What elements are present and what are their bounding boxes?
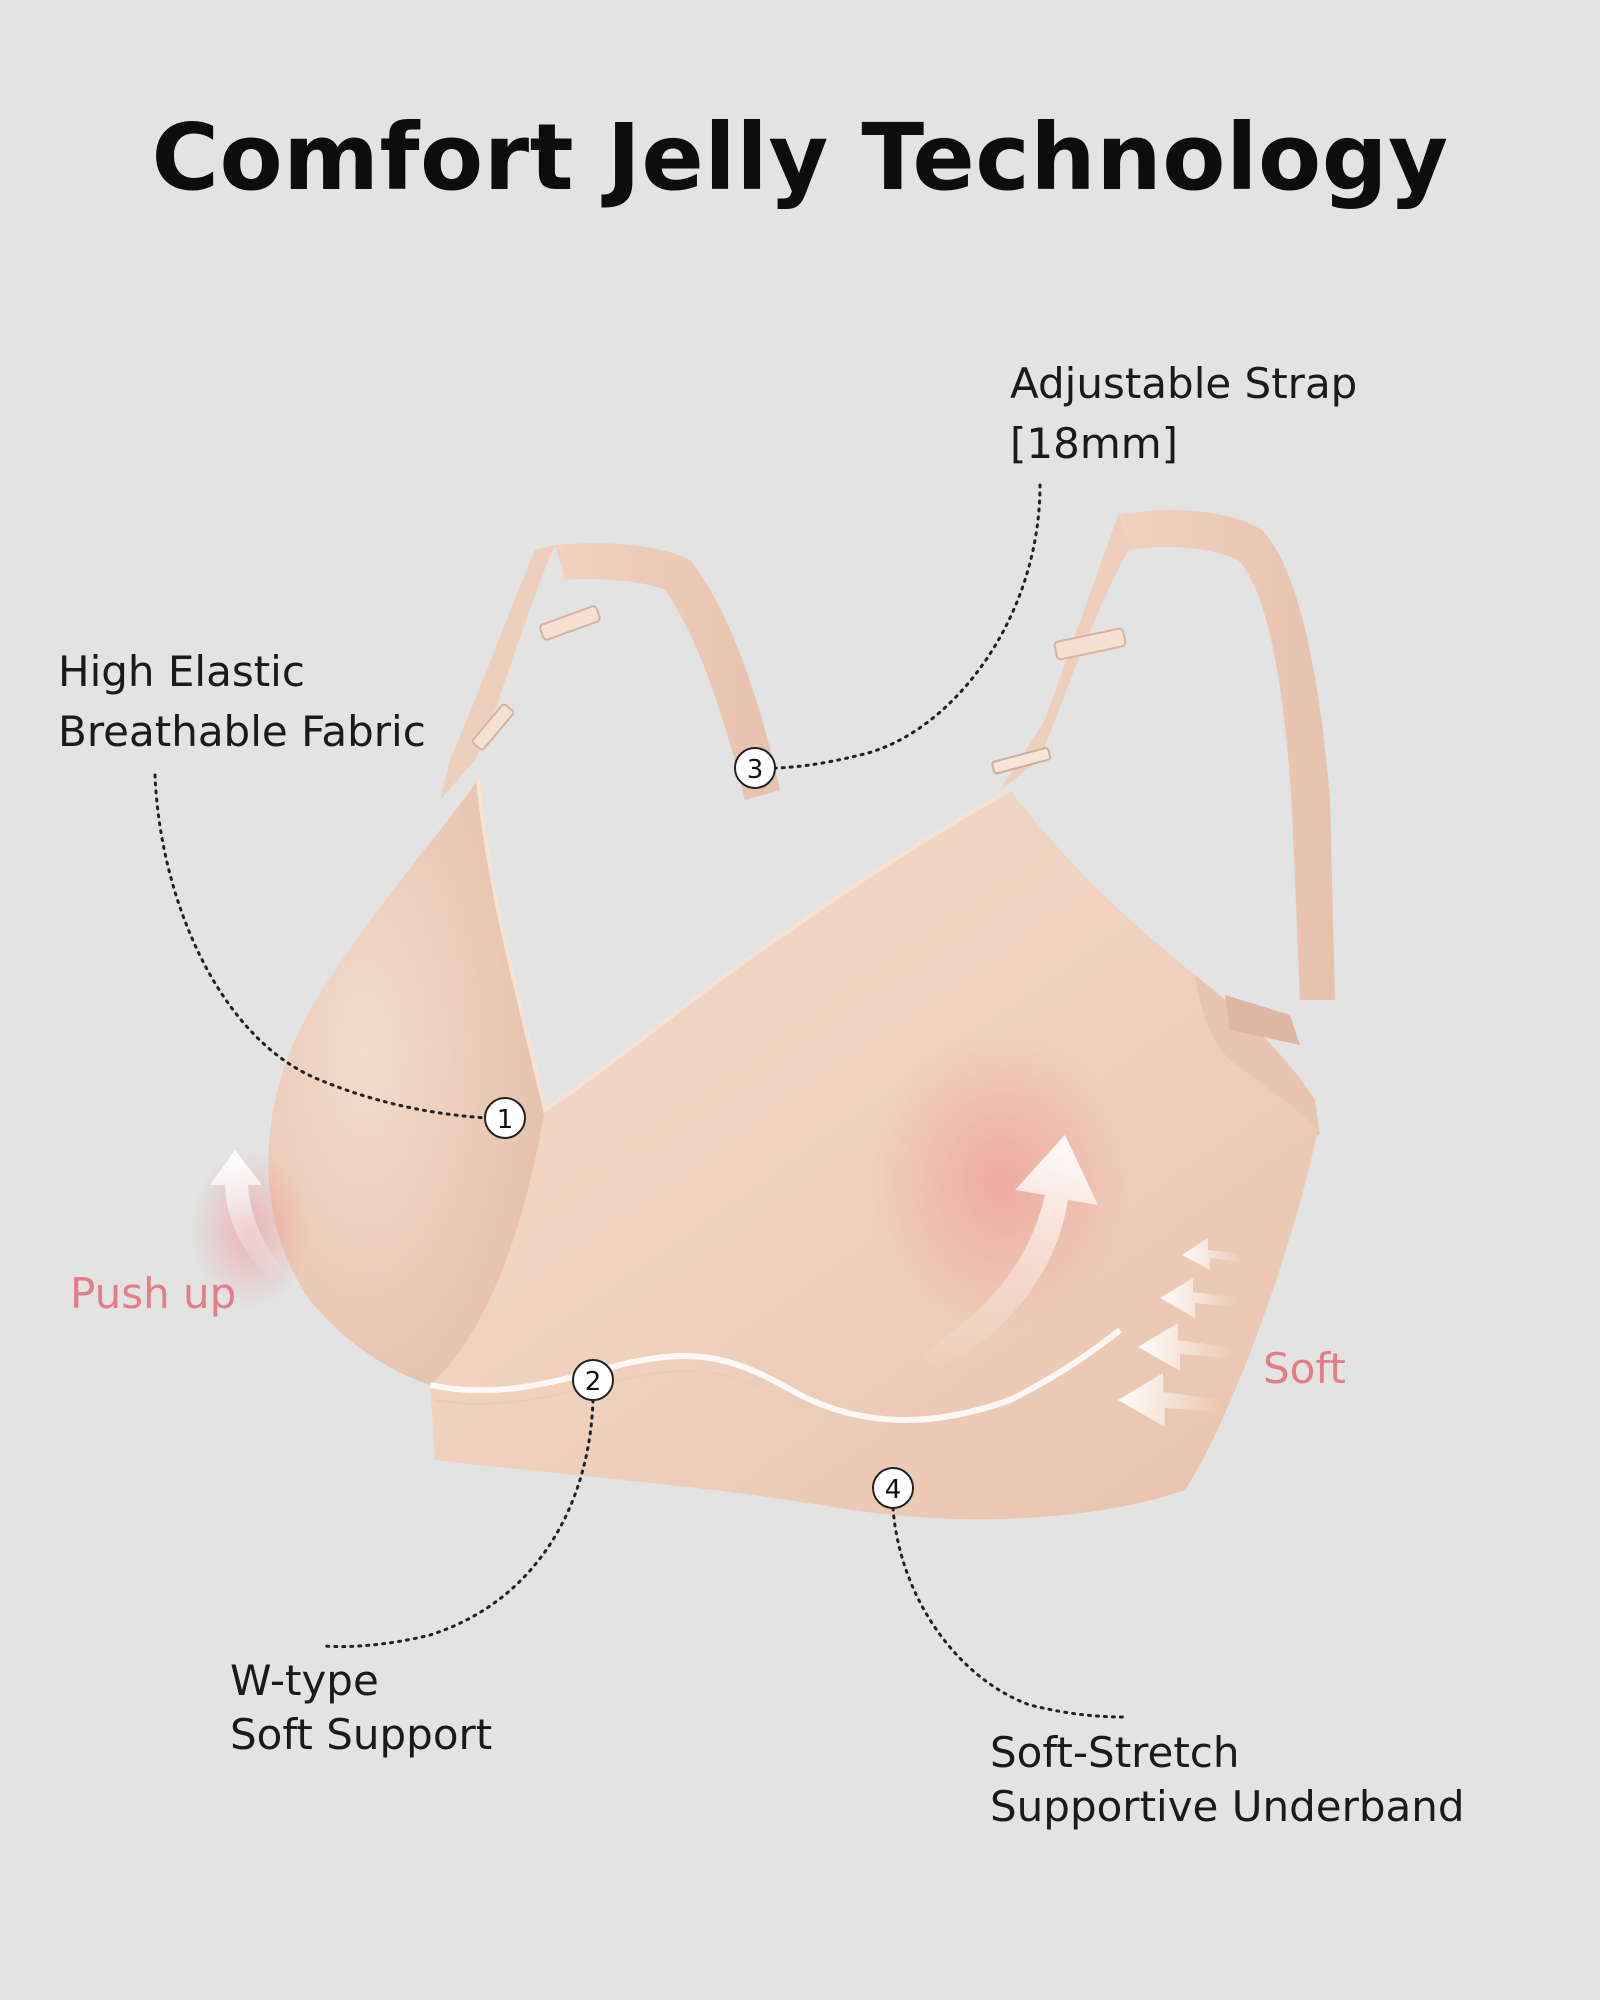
label-fabric-line2: Breathable Fabric (58, 707, 426, 756)
label-strap-line1: Adjustable Strap (1010, 359, 1358, 408)
label-strap: Adjustable Strap [18mm] (1010, 354, 1357, 474)
label-underband: Soft-Stretch Supportive Underband (990, 1726, 1465, 1834)
push-up-arrow (920, 1135, 1098, 1370)
svg-text:3: 3 (747, 755, 764, 785)
marker-2: 2 (572, 1359, 614, 1401)
left-up-arrow (210, 1150, 285, 1280)
soft-label: Soft (1263, 1344, 1346, 1393)
leader-line-2 (323, 1398, 595, 1649)
soft-arrows (1118, 1238, 1242, 1427)
svg-text:4: 4 (885, 1475, 902, 1505)
label-support-line1: W-type (230, 1656, 379, 1705)
label-fabric: High Elastic Breathable Fabric (58, 642, 426, 762)
svg-text:2: 2 (585, 1367, 602, 1397)
label-underband-line1: Soft-Stretch (990, 1728, 1240, 1777)
label-fabric-line1: High Elastic (58, 647, 305, 696)
label-support: W-type Soft Support (230, 1654, 492, 1762)
page-title: Comfort Jelly Technology (151, 104, 1449, 211)
right-strap (1118, 510, 1335, 1000)
label-strap-line2: [18mm] (1010, 419, 1179, 468)
leader-line-3 (770, 483, 1042, 770)
marker-3: 3 (734, 747, 776, 789)
svg-text:1: 1 (497, 1105, 514, 1135)
label-support-line2: Soft Support (230, 1710, 493, 1759)
label-underband-line2: Supportive Underband (990, 1782, 1465, 1831)
marker-1: 1 (484, 1097, 526, 1139)
bra-body (268, 780, 1318, 1520)
leader-line-4 (891, 1506, 1127, 1719)
push-up-label: Push up (70, 1269, 237, 1318)
marker-4: 4 (872, 1467, 914, 1509)
